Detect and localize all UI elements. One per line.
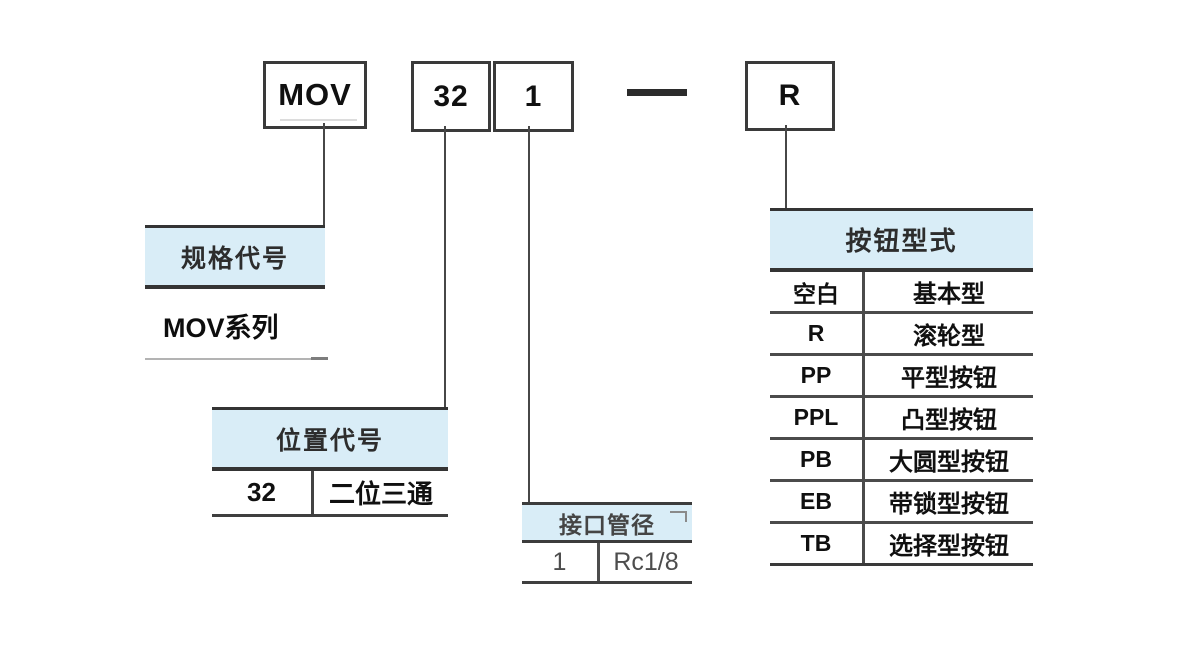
- connector-position-line: [444, 126, 446, 407]
- code-box-spec: MOV: [263, 61, 367, 129]
- button-row-desc: 基本型: [862, 272, 1033, 311]
- table-row: 空白 基本型: [770, 272, 1033, 314]
- button-row-code: PPL: [793, 404, 839, 430]
- code-box-spec-label: MOV: [278, 77, 352, 112]
- position-code-table: 位置代号 32 二位三通: [212, 407, 448, 517]
- scan-artifact-line: [280, 119, 357, 121]
- button-row-code: R: [807, 320, 825, 346]
- position-table-header: 位置代号: [212, 407, 448, 471]
- code-box-button-label: R: [778, 79, 802, 112]
- position-row-code: 32: [247, 477, 276, 507]
- table-row: 32 二位三通: [212, 471, 448, 517]
- table-row: PB 大圆型按钮: [770, 440, 1033, 482]
- table-row: R 滚轮型: [770, 314, 1033, 356]
- dash-separator: [627, 89, 687, 96]
- port-row-desc: Rc1/8: [597, 543, 692, 581]
- button-row-desc: 平型按钮: [862, 356, 1033, 395]
- spec-series-value: MOV系列: [145, 303, 345, 347]
- table-row: TB 选择型按钮: [770, 524, 1033, 566]
- button-row-desc: 凸型按钮: [862, 398, 1033, 437]
- button-row-code: TB: [800, 530, 832, 556]
- table-row: PPL 凸型按钮: [770, 398, 1033, 440]
- button-row-desc: 大圆型按钮: [862, 440, 1033, 479]
- port-row-code: 1: [552, 547, 567, 576]
- code-box-port-label: 1: [524, 79, 543, 113]
- connector-port-line: [528, 126, 530, 502]
- button-row-code: 空白: [793, 280, 839, 307]
- button-table-header-label: 按钮型式: [845, 226, 958, 256]
- button-table-header: 按钮型式: [770, 208, 1033, 272]
- button-row-desc: 选择型按钮: [862, 524, 1033, 563]
- connector-button-line: [785, 125, 787, 208]
- spec-series-label: MOV系列: [163, 312, 279, 343]
- button-row-desc: 滚轮型: [862, 314, 1033, 353]
- code-box-port: 1: [493, 61, 574, 132]
- port-table-header-label: 接口管径: [559, 511, 655, 538]
- table-row: PP 平型按钮: [770, 356, 1033, 398]
- table-row: EB 带锁型按钮: [770, 482, 1033, 524]
- code-box-position-label: 32: [433, 79, 469, 113]
- spec-underline: [145, 358, 328, 360]
- button-row-desc: 带锁型按钮: [862, 482, 1033, 521]
- position-table-header-label: 位置代号: [275, 426, 384, 455]
- button-type-table: 按钮型式 空白 基本型 R 滚轮型 PP 平型按钮 PPL 凸型按钮 PB 大圆…: [770, 208, 1033, 566]
- port-size-table: 接口管径 1 Rc1/8: [522, 502, 692, 584]
- spec-code-header: 规格代号: [145, 225, 325, 289]
- spec-underline-end: [311, 357, 328, 360]
- position-row-desc: 二位三通: [311, 471, 448, 514]
- connector-spec-line: [323, 123, 325, 225]
- code-box-position: 32: [411, 61, 491, 132]
- port-table-header: 接口管径: [522, 502, 692, 543]
- button-row-code: PB: [800, 446, 832, 472]
- button-row-code: EB: [800, 488, 832, 514]
- code-box-button: R: [745, 61, 835, 131]
- spec-code-header-label: 规格代号: [180, 244, 289, 273]
- corner-mark: [670, 511, 687, 522]
- button-row-code: PP: [800, 362, 832, 388]
- table-row: 1 Rc1/8: [522, 543, 692, 584]
